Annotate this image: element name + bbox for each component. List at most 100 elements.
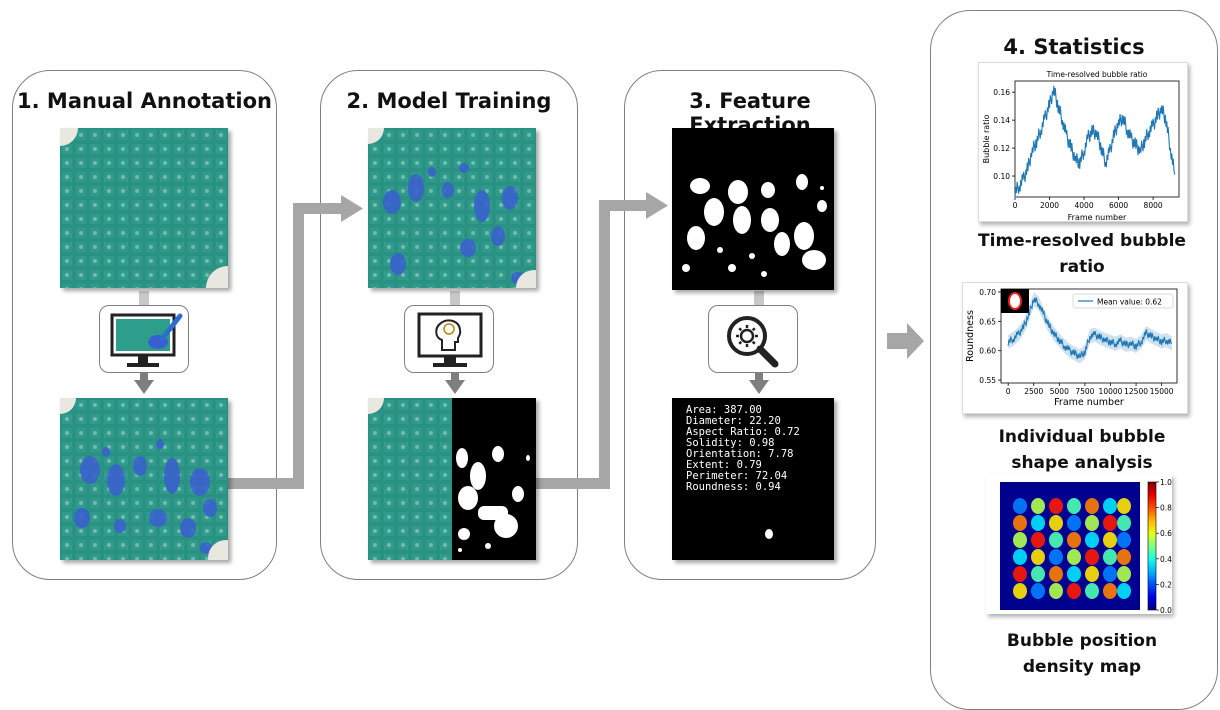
feature-orientation: Orientation: 7.78 [686, 448, 794, 460]
heatmap-cell [1013, 515, 1027, 531]
x-tick-label: 15000 [1150, 387, 1174, 396]
y-tick-label: 0.12 [993, 144, 1010, 153]
arrow-training-to-extraction [534, 192, 668, 489]
step-down-arrows [134, 372, 769, 394]
heatmap-cell [1031, 498, 1045, 514]
colorbar-tick-label: 0.6 [1160, 529, 1172, 538]
feature-roundness: Roundness: 0.94 [686, 481, 781, 493]
series-line [1014, 85, 1176, 199]
y-tick-label: 0.70 [979, 288, 996, 297]
heatmap-cell [1085, 566, 1099, 582]
heatmap-cell [1067, 498, 1081, 514]
heatmap-cell [1013, 566, 1027, 582]
caption-shape: Individual bubble shape analysis [998, 427, 1166, 473]
heatmap-cell [1049, 583, 1063, 599]
x-tick-label: 0 [1006, 387, 1011, 396]
heatmap-cell [1031, 566, 1045, 582]
x-tick-label: 6000 [1109, 201, 1128, 210]
heatmap-cell [1013, 549, 1027, 565]
x-tick-label: 7500 [1075, 387, 1094, 396]
heatmap-cell [1117, 566, 1131, 582]
density-map-card: 0.0 0.2 0.4 0.6 0.8 1.0 [986, 474, 1172, 615]
heatmap-cell [1103, 566, 1117, 582]
heatmap-cell [1049, 532, 1063, 548]
panel-title: 2. Model Training [346, 89, 552, 113]
y-tick-label: 0.55 [979, 376, 996, 385]
feature-perimeter: Perimeter: 72.04 [686, 470, 788, 482]
x-axis-label: Frame number [1068, 213, 1127, 221]
feature-aspect-ratio: Aspect Ratio: 0.72 [686, 426, 800, 438]
heatmap-cell [1103, 532, 1117, 548]
colorbar [1147, 481, 1157, 611]
heatmap-cell [1103, 515, 1117, 531]
annotated-bubble-image [60, 398, 228, 560]
x-tick-label: 2500 [1024, 387, 1043, 396]
training-overlay-image [368, 128, 536, 288]
heatmap-cell [1049, 515, 1063, 531]
x-tick-label: 0 [1013, 201, 1018, 210]
monitor-brain-icon [404, 305, 494, 373]
heatmap-cell [1031, 515, 1045, 531]
y-axis-label: Bubble ratio [982, 114, 991, 163]
features-image [672, 398, 834, 560]
magnifier-gear-icon [708, 305, 798, 373]
heatmap-cell [1103, 549, 1117, 565]
flow-arrows [134, 192, 924, 489]
x-tick-label: 12500 [1124, 387, 1148, 396]
colorbar-tick-label: 0.8 [1160, 504, 1172, 513]
caption-ratio: Time-resolved bubble ratio [978, 231, 1186, 277]
heatmap-cell [1103, 583, 1117, 599]
heatmap-cell [1031, 532, 1045, 548]
y-tick-label: 0.14 [993, 116, 1010, 125]
heatmap-cell [1103, 498, 1117, 514]
plot-frame [1014, 80, 1180, 198]
x-tick-label: 8000 [1144, 201, 1163, 210]
heatmap-cell [1049, 566, 1063, 582]
heatmap-cell [1067, 549, 1081, 565]
plot-frame [1000, 288, 1178, 384]
heatmap-cell [1031, 549, 1045, 565]
y-tick-label: 0.65 [979, 317, 996, 326]
colorbar-tick-label: 1.0 [1160, 478, 1172, 487]
heatmap-cell [1013, 583, 1027, 599]
y-tick-label: 0.60 [979, 347, 996, 356]
colorbar-tick-label: 0.4 [1160, 555, 1172, 564]
series-band [1008, 291, 1172, 364]
y-tick-label: 0.10 [993, 172, 1010, 181]
heatmap-cell [1067, 515, 1081, 531]
feature-area: Area: 387.00 [686, 404, 762, 416]
panel-title: 1. Manual Annotation [17, 89, 272, 113]
x-tick-label: 4000 [1075, 201, 1094, 210]
panel-title: 4. Statistics [1003, 35, 1145, 59]
single-bubble-mark [765, 529, 773, 539]
x-tick-label: 5000 [1050, 387, 1069, 396]
heatmap-cell [1013, 498, 1027, 514]
series-line [1007, 297, 1173, 359]
heatmap-cell [1067, 583, 1081, 599]
heatmap-cell [1117, 498, 1131, 514]
y-tick-label: 0.16 [993, 88, 1010, 97]
feature-extent: Extent: 0.79 [686, 459, 762, 471]
prediction-split-image [368, 398, 536, 560]
colorbar-tick-label: 0.2 [1160, 580, 1172, 589]
heatmap-cell [1117, 549, 1131, 565]
segmentation-mask-image [672, 128, 834, 290]
heatmap-cell [1117, 583, 1131, 599]
x-tick-label: 2000 [1040, 201, 1059, 210]
heatmap-cell [1085, 532, 1099, 548]
heatmap-cell [1067, 532, 1081, 548]
arrow-annotation-to-training [228, 195, 363, 489]
bubble-thumbnail-outline [1008, 292, 1022, 310]
arrow-extraction-to-statistics [887, 323, 924, 359]
heatmap-cell [1117, 532, 1131, 548]
feature-solidity: Solidity: 0.98 [686, 437, 775, 449]
heatmap-cell [1067, 566, 1081, 582]
raw-bubble-image [60, 128, 228, 288]
heatmap-cell [1049, 549, 1063, 565]
colorbar-tick-label: 0.0 [1160, 606, 1172, 614]
density-map: 0.0 0.2 0.4 0.6 0.8 1.0 [1000, 478, 1172, 615]
legend-box [1072, 293, 1174, 309]
